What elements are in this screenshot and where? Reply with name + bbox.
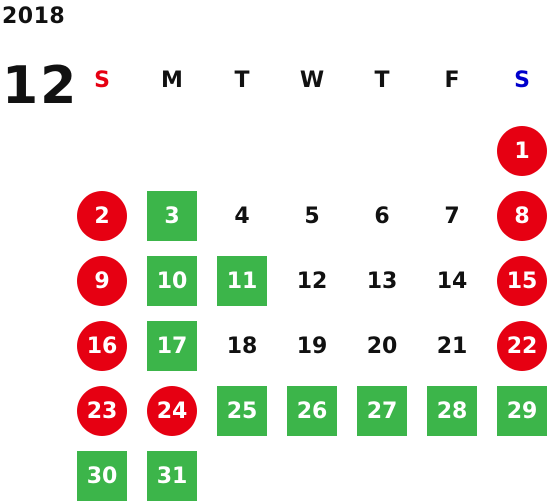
day-28[interactable]: 28 <box>427 386 477 436</box>
day-30[interactable]: 30 <box>77 451 127 501</box>
day-4[interactable]: 4 <box>234 203 250 229</box>
month-number: 12 <box>2 56 79 116</box>
day-25[interactable]: 25 <box>217 386 267 436</box>
day-23[interactable]: 23 <box>77 386 127 436</box>
day-2[interactable]: 2 <box>77 191 127 241</box>
day-24[interactable]: 24 <box>147 386 197 436</box>
day-9[interactable]: 9 <box>77 256 127 306</box>
day-6[interactable]: 6 <box>374 203 390 229</box>
year-label: 2018 <box>2 4 66 29</box>
weekday-sat: S <box>514 68 530 93</box>
day-3[interactable]: 3 <box>147 191 197 241</box>
day-10[interactable]: 10 <box>147 256 197 306</box>
day-17[interactable]: 17 <box>147 321 197 371</box>
day-5[interactable]: 5 <box>304 203 320 229</box>
day-26[interactable]: 26 <box>287 386 337 436</box>
weekday-tue: T <box>234 68 250 93</box>
day-31[interactable]: 31 <box>147 451 197 501</box>
day-7[interactable]: 7 <box>444 203 460 229</box>
day-20[interactable]: 20 <box>366 333 398 359</box>
day-16[interactable]: 16 <box>77 321 127 371</box>
day-27[interactable]: 27 <box>357 386 407 436</box>
day-15[interactable]: 15 <box>497 256 547 306</box>
day-22[interactable]: 22 <box>497 321 547 371</box>
day-14[interactable]: 14 <box>436 268 468 294</box>
weekday-mon: M <box>161 68 183 93</box>
weekday-thu: T <box>374 68 390 93</box>
weekday-fri: F <box>444 68 460 93</box>
day-21[interactable]: 21 <box>436 333 468 359</box>
day-13[interactable]: 13 <box>366 268 398 294</box>
day-12[interactable]: 12 <box>296 268 328 294</box>
weekday-header: S M T W T F S <box>0 66 548 96</box>
day-8[interactable]: 8 <box>497 191 547 241</box>
day-29[interactable]: 29 <box>497 386 547 436</box>
weekday-wed: W <box>299 68 325 93</box>
weekday-sun: S <box>94 68 110 93</box>
day-18[interactable]: 18 <box>226 333 258 359</box>
day-11[interactable]: 11 <box>217 256 267 306</box>
day-19[interactable]: 19 <box>296 333 328 359</box>
day-1[interactable]: 1 <box>497 126 547 176</box>
